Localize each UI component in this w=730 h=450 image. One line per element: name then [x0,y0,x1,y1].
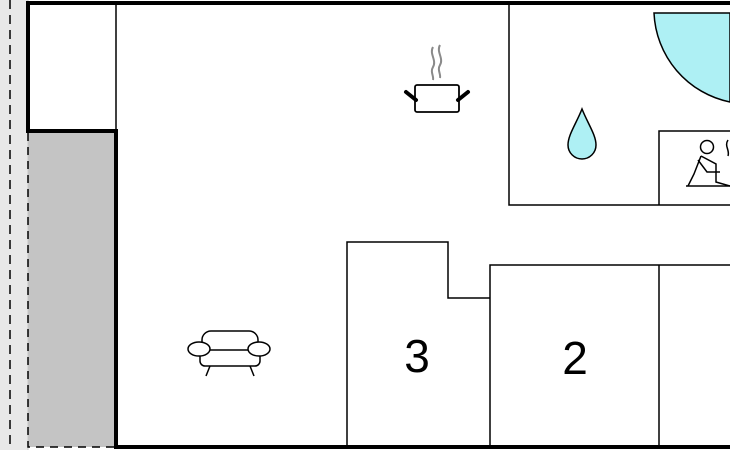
sauna-walls [658,130,730,205]
bathroom-walls [508,3,730,206]
room-3-walls [346,241,490,447]
room-2-walls [489,264,730,447]
terrace-area [0,0,28,450]
sofa-icon [187,330,271,377]
balcony-area [27,130,117,448]
sauna-person-icon [686,139,730,187]
room-3-label: 3 [404,330,430,382]
pool-icon [653,12,730,103]
entrance-alcove [28,3,116,131]
room-2-label: 2 [562,332,588,384]
cooking-pot-icon [404,44,470,113]
water-drop-icon [567,106,597,160]
